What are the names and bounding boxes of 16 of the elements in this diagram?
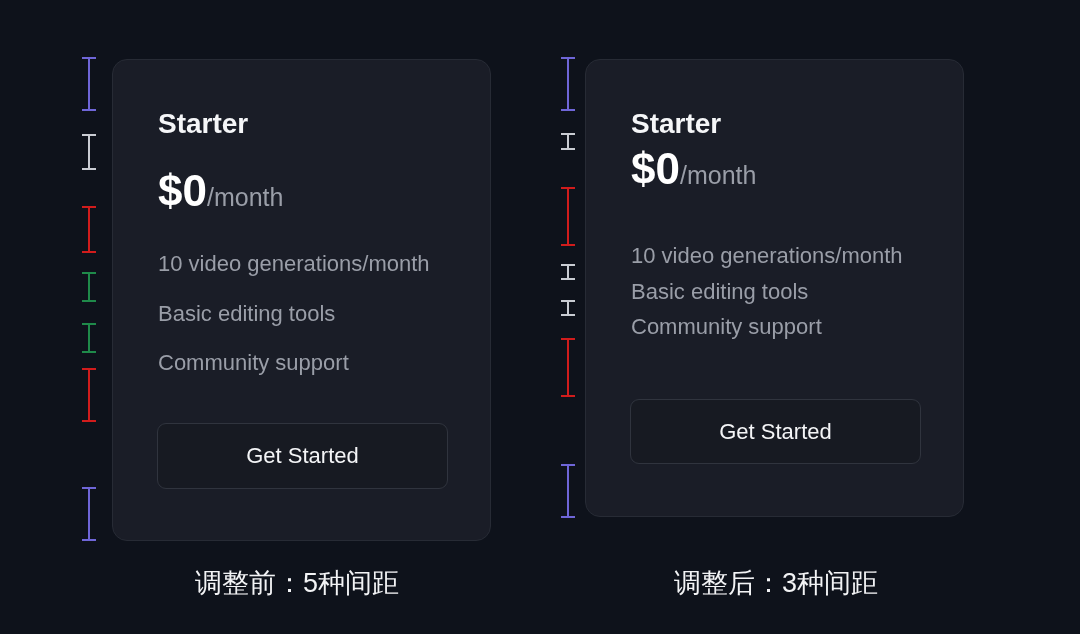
feature-item: Basic editing tools (631, 279, 809, 305)
pricing-card (585, 59, 964, 517)
price: $0/month (158, 165, 284, 217)
feature-item: Community support (158, 350, 349, 376)
pricing-card (112, 59, 491, 541)
get-started-button: Get Started (157, 423, 448, 489)
caption: 调整前：5种间距 (195, 567, 399, 599)
plan-name: Starter (158, 107, 249, 140)
feature-item: 10 video generations/month (631, 243, 903, 269)
feature-item: Basic editing tools (158, 301, 336, 327)
get-started-button: Get Started (630, 399, 921, 464)
caption: 调整后：3种间距 (674, 567, 878, 599)
price: $0/month (631, 143, 757, 195)
plan-name: Starter (631, 107, 722, 140)
feature-item: 10 video generations/month (158, 251, 430, 277)
feature-item: Community support (631, 314, 822, 340)
